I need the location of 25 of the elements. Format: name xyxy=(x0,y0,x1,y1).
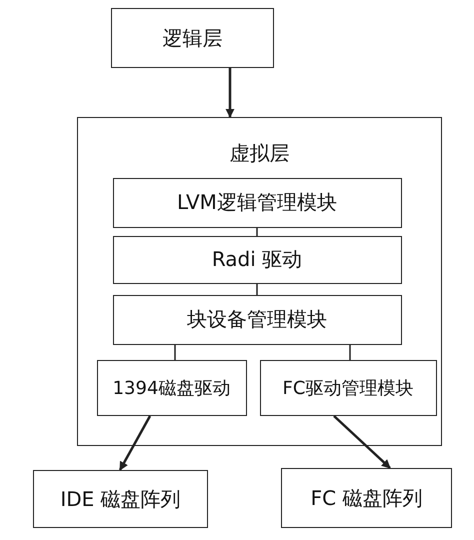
box-label: 虚拟层 xyxy=(230,140,290,167)
arrow xyxy=(226,68,234,118)
box-label: LVM逻辑管理模块 xyxy=(177,189,337,216)
process-box xyxy=(96,360,246,416)
connector-line xyxy=(256,228,258,236)
container-box xyxy=(77,117,442,446)
process-box xyxy=(112,294,402,344)
arrow xyxy=(333,415,391,469)
box-label: 块设备管理模块 xyxy=(187,306,327,333)
process-box xyxy=(260,360,436,416)
process-box xyxy=(33,470,208,528)
box-label: IDE 磁盘阵列 xyxy=(60,486,181,512)
connector-line xyxy=(349,345,351,360)
process-box xyxy=(111,8,274,68)
process-box xyxy=(112,236,402,284)
process-box xyxy=(281,468,452,528)
box-label: Radi 驱动 xyxy=(212,246,302,273)
connector-line xyxy=(256,284,258,295)
connector-line xyxy=(174,345,176,360)
box-label: FC驱动管理模块 xyxy=(282,376,414,400)
box-label: 1394磁盘驱动 xyxy=(112,376,230,400)
arrow xyxy=(118,415,152,471)
box-label: FC 磁盘阵列 xyxy=(310,484,422,512)
process-box xyxy=(112,178,402,228)
box-label: 逻辑层 xyxy=(162,24,222,52)
